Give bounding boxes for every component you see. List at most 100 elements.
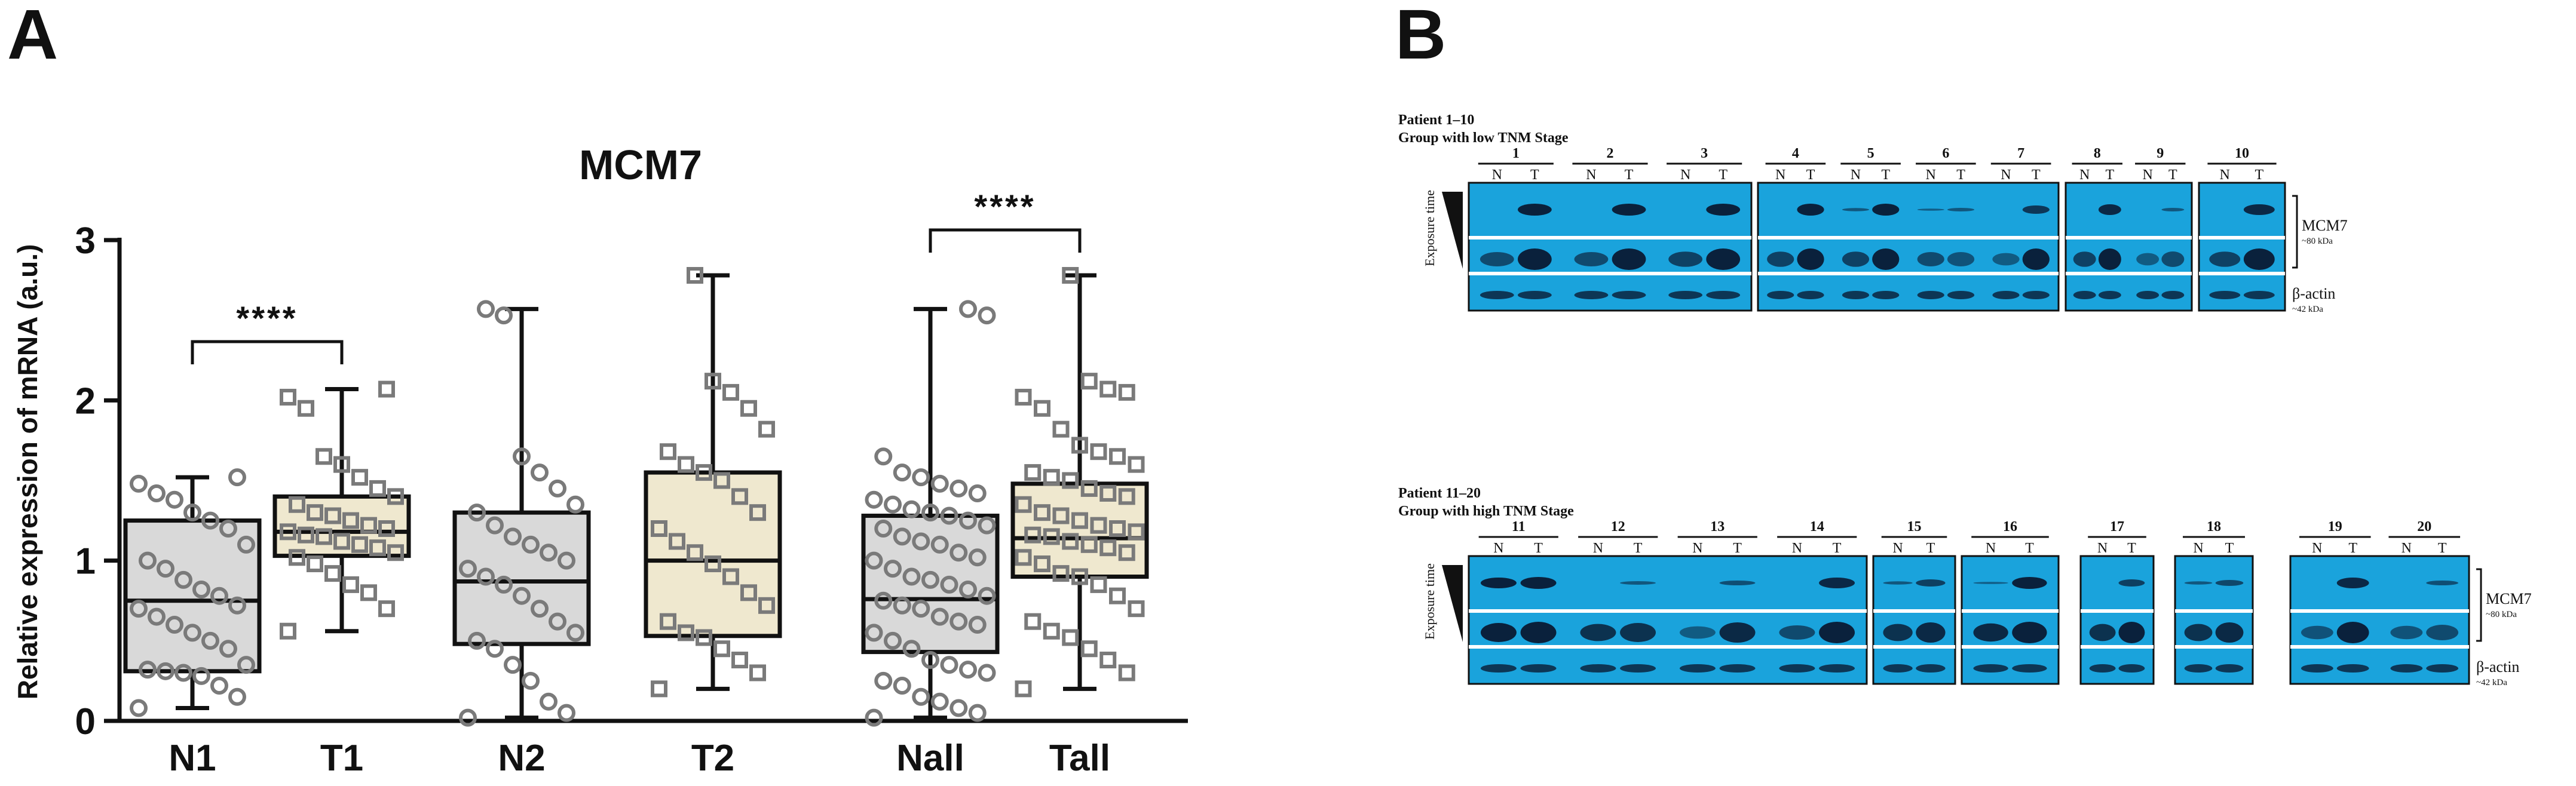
data-point (740, 584, 757, 601)
data-point (360, 517, 377, 534)
data-point (513, 447, 531, 466)
band-mcm7-long-n (1883, 624, 1913, 641)
band-actin-t (2426, 664, 2459, 673)
band-mcm7-long-n (1779, 625, 1815, 640)
band-actin-n (2301, 664, 2333, 673)
data-point (930, 535, 949, 554)
data-point (280, 523, 296, 541)
data-point (949, 479, 968, 498)
lane-label-n: N (2001, 167, 2011, 183)
data-point (1118, 383, 1135, 401)
box-n1 (123, 518, 262, 674)
data-point (228, 468, 246, 487)
band-actin-t (1872, 291, 1900, 299)
data-point (1071, 568, 1088, 585)
data-point (316, 528, 332, 545)
data-point (1118, 664, 1135, 681)
significance-bracket (191, 340, 344, 364)
lane-label-t: T (2106, 167, 2115, 183)
data-point (1062, 629, 1079, 646)
lane-label-t: T (1733, 541, 1742, 556)
data-point (968, 704, 987, 722)
data-point (333, 456, 350, 473)
band-mcm7-short-t (1620, 581, 1656, 585)
data-point (687, 267, 703, 284)
data-point (912, 687, 930, 706)
patient-number: 14 (1810, 519, 1824, 535)
band-actin-n (2089, 664, 2116, 673)
data-point (192, 667, 210, 685)
blot-group-subtitle: Group with high TNM Stage (1398, 503, 1574, 519)
patient-number: 4 (1792, 146, 1799, 161)
band-mcm7-long-t (1916, 622, 1946, 643)
band-mcm7-long-n (1917, 252, 1944, 266)
patient-number: 7 (2017, 146, 2024, 161)
band-actin-n (2184, 664, 2213, 673)
band-mcm7-short-n (1973, 582, 2008, 584)
band-actin-t (2336, 664, 2369, 673)
significance-label: **** (974, 188, 1036, 225)
band-mcm7-long-n (1574, 252, 1609, 266)
data-point (1118, 488, 1135, 505)
data-point (139, 661, 157, 679)
blot-membrane (2079, 555, 2155, 685)
lane-label-n: N (1926, 167, 1936, 183)
data-point (912, 600, 930, 618)
band-actin-t (1947, 291, 1975, 299)
blot-membrane (2289, 555, 2470, 685)
lane-label-t: T (2168, 167, 2177, 183)
band-mcm7-short-t (1719, 581, 1756, 585)
data-point (369, 480, 386, 497)
data-point (459, 560, 477, 578)
actin-label: β-actin (2476, 658, 2519, 676)
data-point (921, 651, 939, 670)
lane-label-t: T (1806, 167, 1815, 183)
data-point (978, 306, 996, 325)
data-point (921, 570, 939, 589)
data-point (280, 388, 296, 406)
data-point (940, 575, 958, 594)
patient-number: 13 (1710, 519, 1725, 535)
data-point (360, 584, 377, 601)
data-point (930, 692, 949, 711)
data-point (893, 676, 911, 695)
data-point (522, 671, 540, 690)
data-point (678, 624, 694, 641)
data-point (210, 676, 228, 695)
band-mcm7-long-t (1612, 248, 1646, 270)
data-point (566, 495, 584, 514)
data-point (705, 555, 721, 573)
blot-group-title: Patient 1–10 (1398, 112, 1474, 128)
data-point (210, 587, 228, 605)
lane-label-t: T (1833, 541, 1842, 556)
lane-label-t: T (1625, 167, 1634, 183)
box-plot-chart: MCM7 Relative expression of mRNA (a.u.) … (12, 142, 1188, 779)
data-point (289, 496, 305, 513)
data-point (139, 551, 157, 570)
data-point (459, 708, 477, 727)
band-actin-n (1842, 291, 1870, 299)
lane-label-t: T (1956, 167, 1965, 183)
x-tick-label: Tall (1049, 738, 1110, 779)
data-point (930, 474, 949, 493)
mcm7-label: MCM7 (2486, 590, 2532, 607)
lane-label-t: T (1926, 541, 1935, 556)
band-actin-n (2073, 291, 2096, 299)
band-actin-n (1480, 291, 1514, 299)
blot-membrane (1872, 555, 1956, 685)
band-actin-n (1883, 664, 1913, 673)
patient-number: 11 (1512, 519, 1526, 535)
box-t1 (272, 494, 411, 558)
lane-label-n: N (2220, 167, 2230, 183)
lane-label-t: T (2225, 541, 2234, 556)
band-mcm7-short-t (1612, 204, 1646, 216)
data-point (1052, 565, 1070, 582)
actin-kda: ~42 kDa (2476, 678, 2507, 687)
band-mcm7-short-t (1872, 204, 1900, 216)
band-mcm7-short-t (2215, 580, 2244, 586)
band-mcm7-long-n (1679, 626, 1716, 639)
panel-a-letter: A (7, 0, 59, 74)
band-mcm7-long-n (2209, 251, 2241, 267)
data-point (1024, 464, 1042, 481)
patient-number: 6 (1942, 146, 1949, 161)
